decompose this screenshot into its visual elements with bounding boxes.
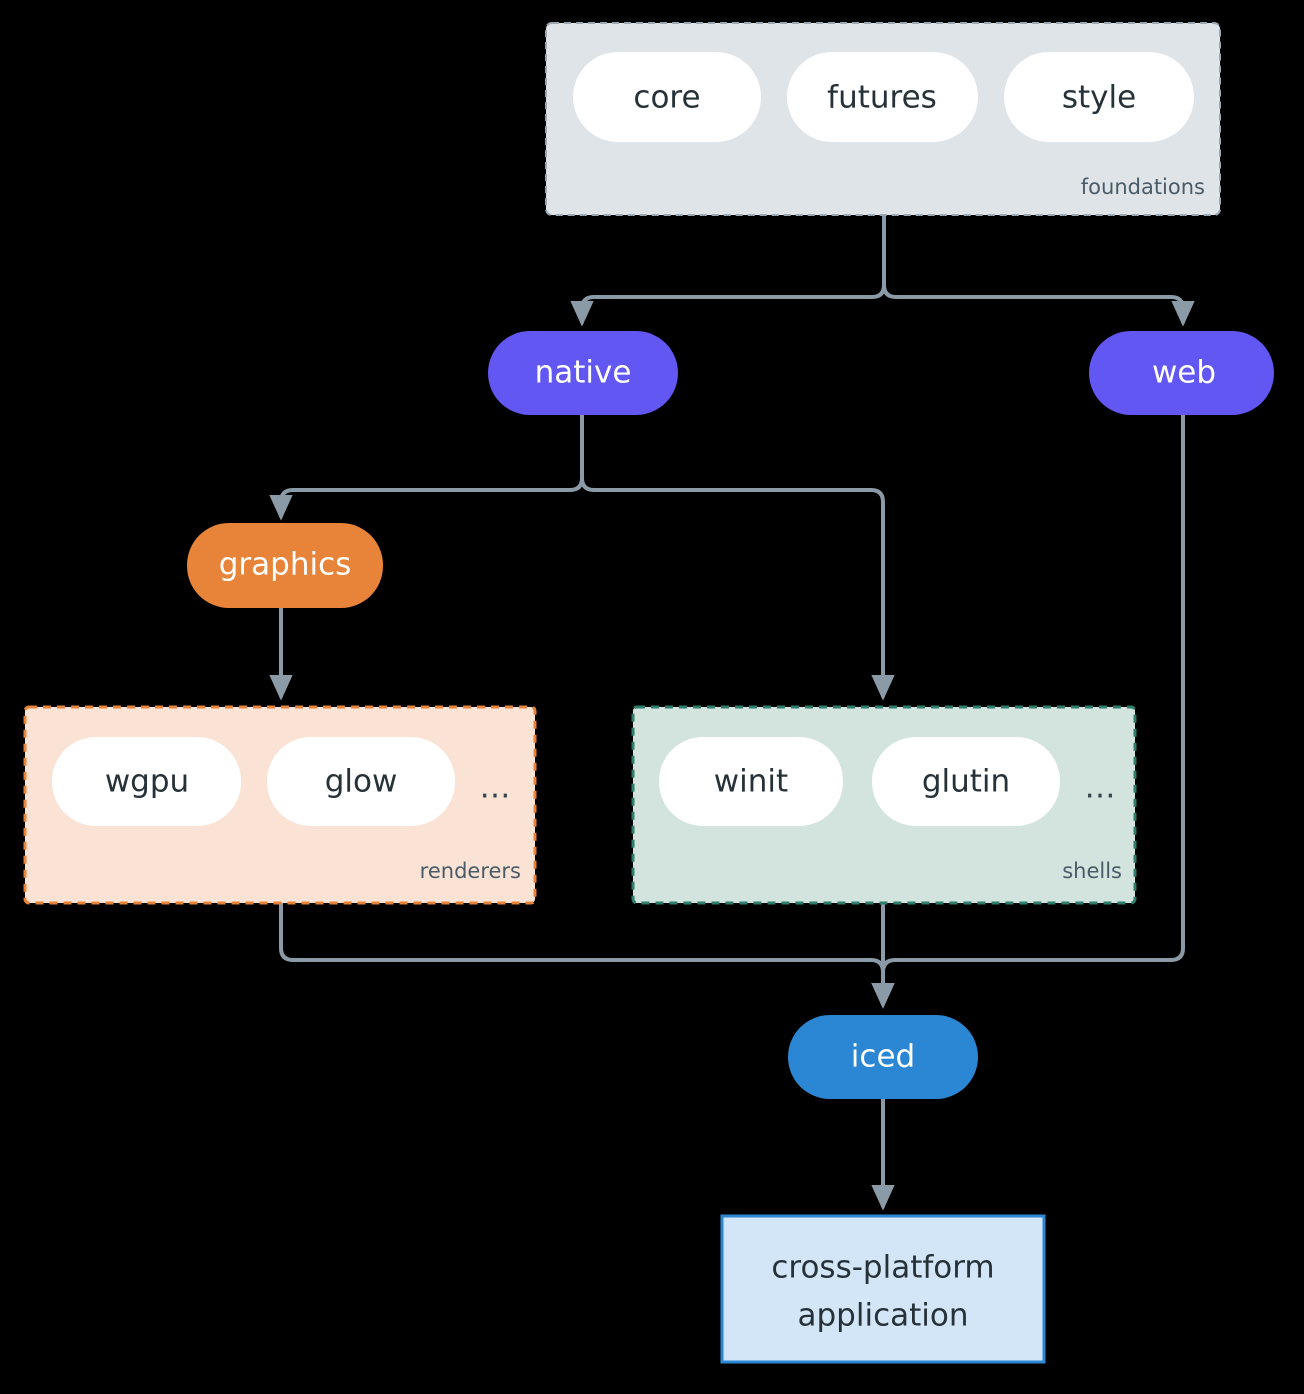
edge-native-shells (580, 412, 895, 701)
node-shells-more-label: … (1085, 770, 1116, 806)
group-renderers: wgpu glow … renderers (23, 705, 537, 905)
node-futures[interactable] (787, 52, 978, 142)
node-core[interactable] (573, 52, 761, 142)
node-iced[interactable]: iced (788, 1015, 978, 1099)
group-shells-label: shells (1062, 859, 1122, 883)
node-application[interactable]: cross-platform application (720, 1214, 1046, 1364)
node-winit-label: winit (714, 764, 788, 800)
group-foundations: core futures style foundations (545, 22, 1221, 216)
edge-layer (269, 213, 1195, 1211)
edge-foundations-web (882, 213, 1195, 327)
node-wgpu[interactable] (52, 737, 241, 826)
node-native-label: native (535, 355, 632, 391)
node-core-label: core (633, 80, 700, 116)
group-renderers-label: renderers (420, 859, 521, 883)
group-foundations-label: foundations (1081, 175, 1205, 199)
node-style-label: style (1062, 80, 1136, 116)
node-glow-label: glow (325, 764, 398, 800)
node-wgpu-label: wgpu (105, 764, 189, 800)
node-iced-shape[interactable] (788, 1015, 978, 1099)
node-native[interactable]: native (488, 331, 678, 415)
node-glutin-label: glutin (922, 764, 1010, 800)
node-renderers-more-label: … (480, 770, 511, 806)
node-iced-label: iced (851, 1039, 915, 1075)
node-application-label-line1: cross-platform (771, 1250, 994, 1286)
node-style[interactable] (1004, 52, 1194, 142)
node-web[interactable]: web (1089, 331, 1274, 415)
node-application-label-line2: application (798, 1298, 969, 1334)
node-graphics-shape[interactable] (187, 523, 383, 608)
node-web-label: web (1152, 355, 1216, 391)
edge-web-iced (871, 412, 1185, 1009)
node-graphics-label: graphics (219, 547, 352, 583)
node-glutin[interactable] (872, 737, 1060, 826)
node-application-shape[interactable] (720, 1214, 1046, 1364)
node-graphics[interactable]: graphics (187, 523, 383, 608)
node-futures-label: futures (827, 80, 937, 116)
group-shells: winit glutin … shells (631, 705, 1137, 905)
node-native-shape[interactable] (488, 331, 678, 415)
edge-renderers-iced (279, 901, 895, 1009)
node-glow[interactable] (267, 737, 455, 826)
edge-foundations-native (570, 213, 886, 327)
edge-native-graphics (269, 412, 584, 521)
node-web-shape[interactable] (1089, 331, 1274, 415)
node-winit[interactable] (659, 737, 843, 826)
